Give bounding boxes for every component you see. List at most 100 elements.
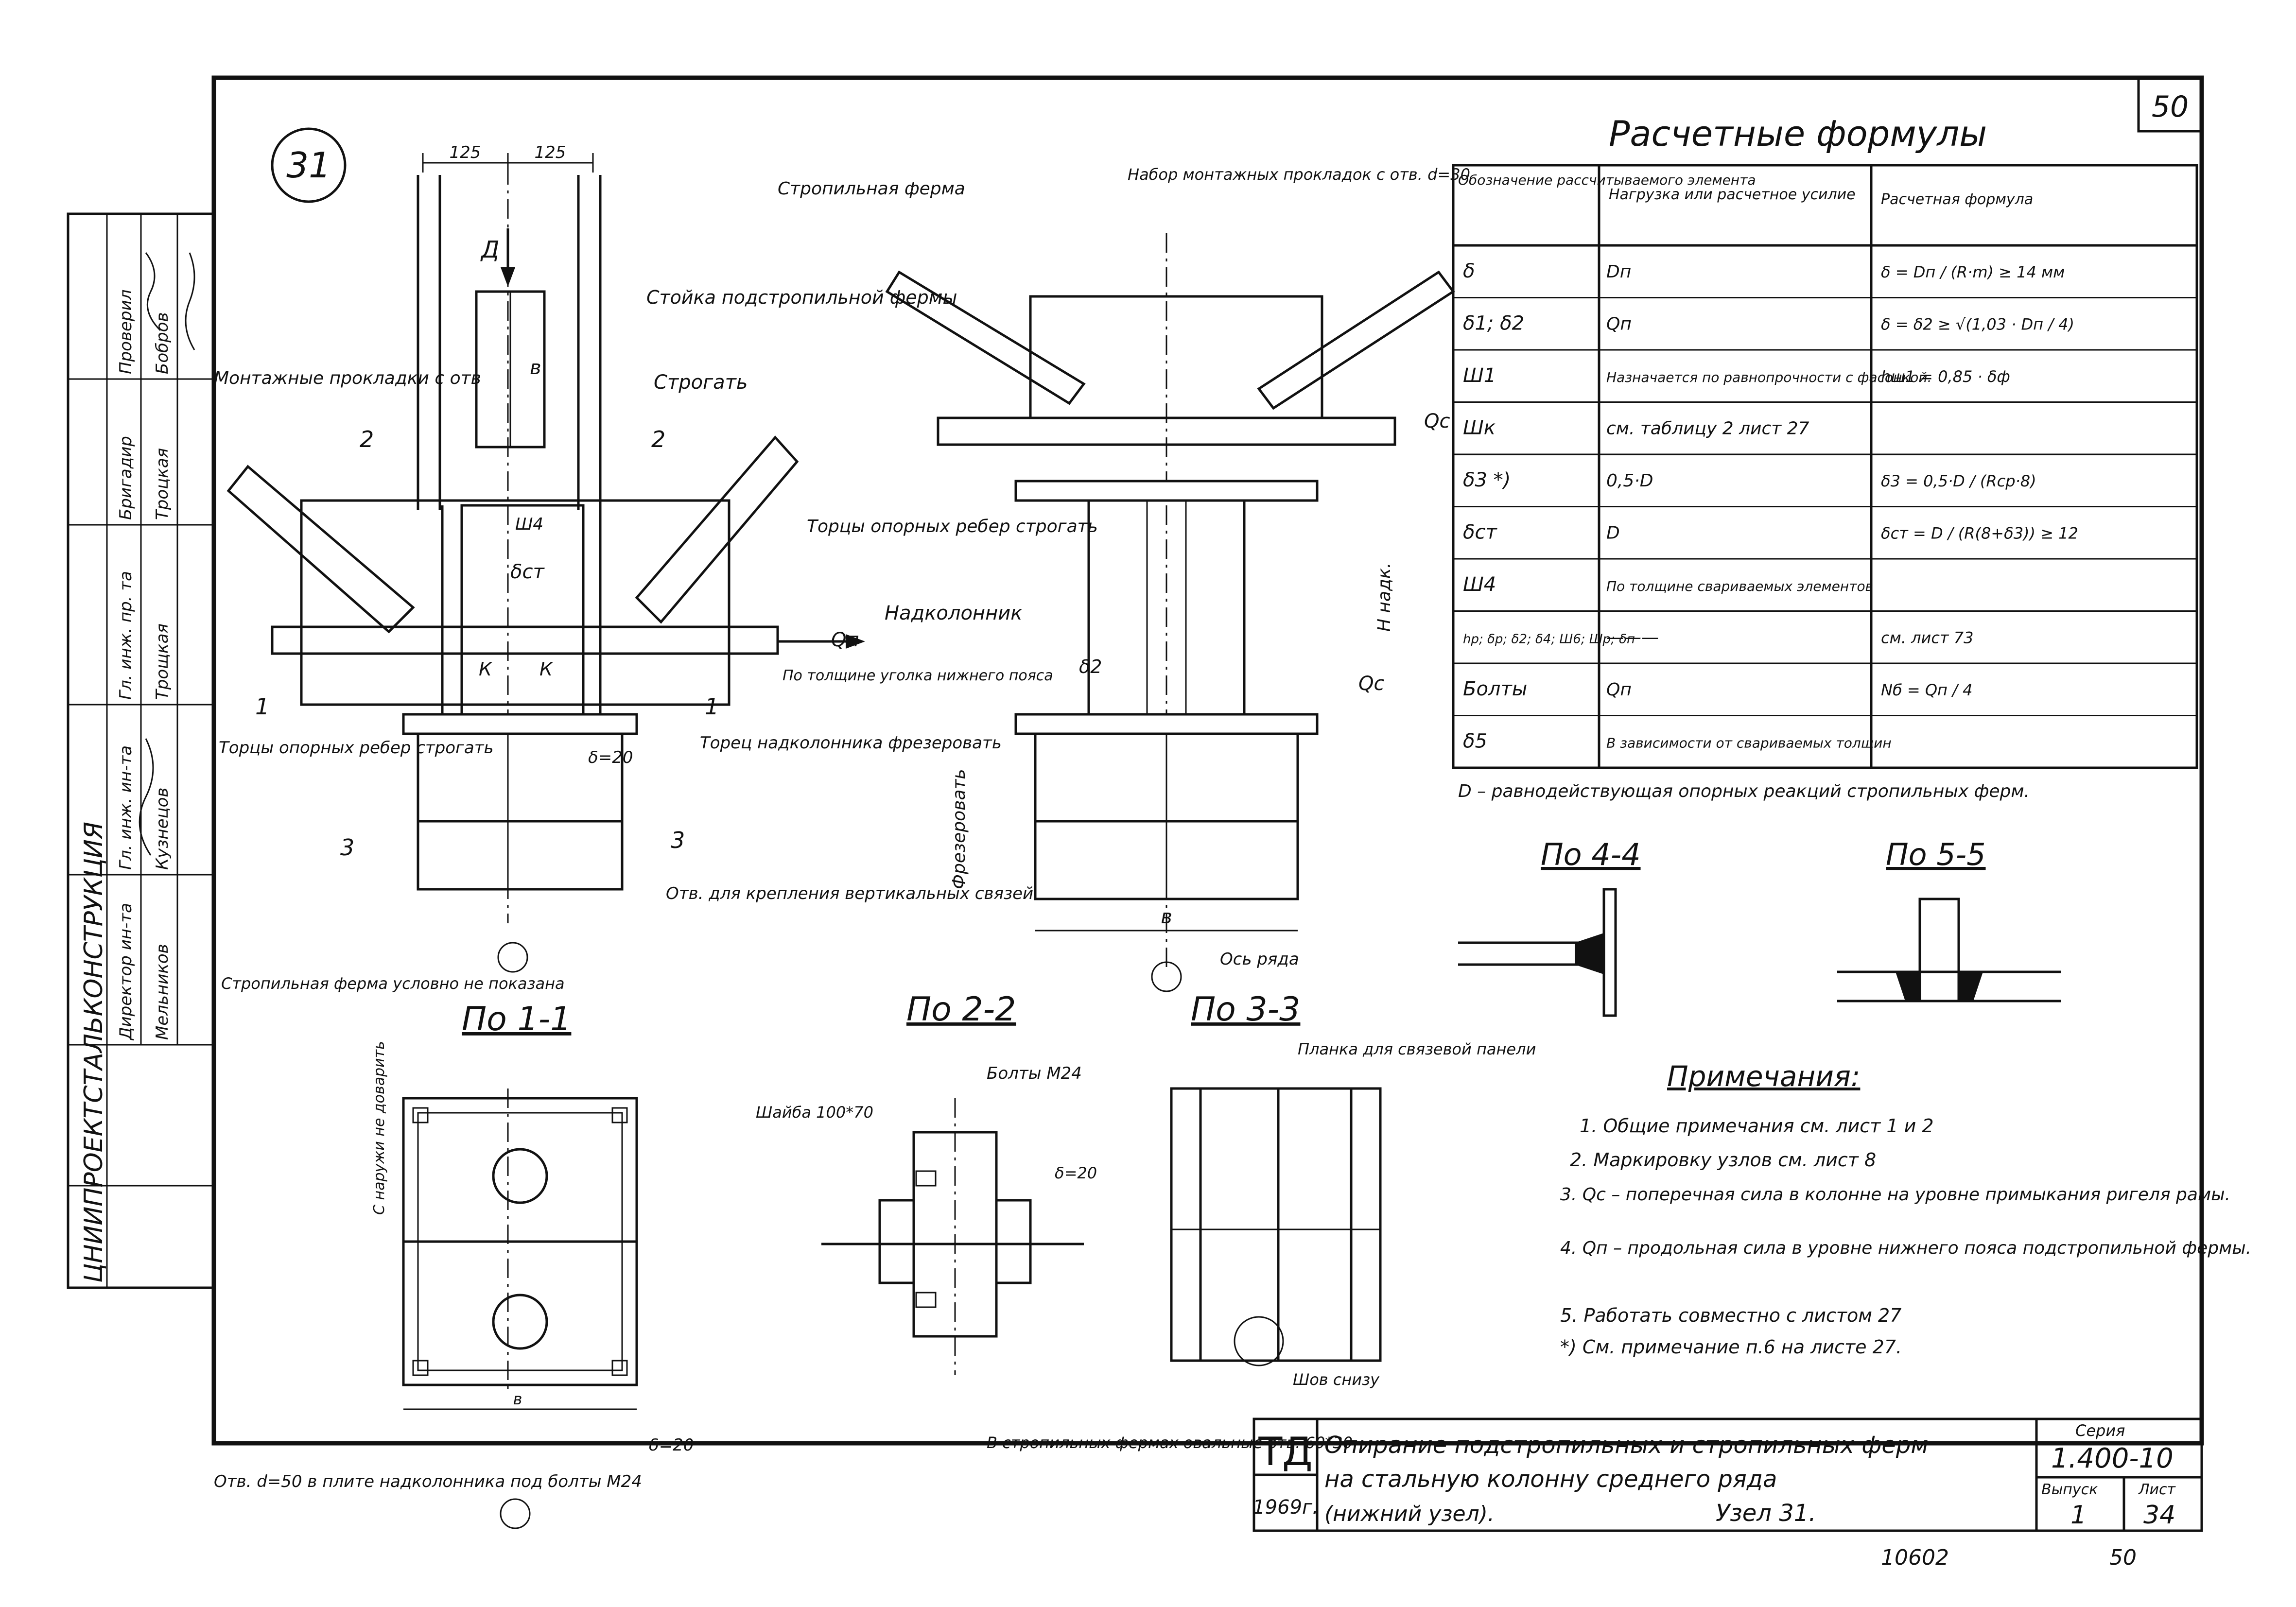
vypusk-label: Выпуск bbox=[2041, 1481, 2098, 1498]
section-4-4: По 4-4 bbox=[1458, 837, 1641, 1017]
formula-cell-formula: δ = δ2 ≥ √(1,03 · Dп / 4) bbox=[1881, 315, 2074, 333]
sec-mark-2-right: 2 bbox=[651, 426, 665, 452]
title-line-2: на стальную колонну среднего ряда bbox=[1324, 1466, 1777, 1493]
label-sh4: Ш4 bbox=[515, 515, 543, 534]
formula-cell-load: 0,5·D bbox=[1606, 471, 1653, 491]
diagonal-left bbox=[226, 465, 415, 634]
plan-1-1: По 1-1 Стропильная ферма условно не пока… bbox=[214, 974, 694, 1529]
left-stamp: ЦНИИПРОЕКТСТАЛЬКОНСТРУКЦИЯ Директор ин-т… bbox=[67, 212, 215, 1289]
stamp-name-4: Троцкая bbox=[153, 448, 172, 520]
label-otv-d50: Отв. d=50 в плите надколонника под болты… bbox=[214, 1472, 642, 1491]
formula-cell-load: см. таблицу 2 лист 27 bbox=[1606, 418, 1809, 438]
diagonal-right bbox=[635, 435, 799, 624]
formula-cell-load: По толщине свариваемых элементов bbox=[1606, 578, 1873, 594]
label-os-riada: Ось ряда bbox=[1220, 950, 1299, 969]
formula-cell-element: δ1; δ2 bbox=[1463, 312, 1524, 334]
dim-125-right: 125 bbox=[535, 143, 566, 162]
sec-mark-3-right: 3 bbox=[671, 827, 685, 853]
label-torcy-ribs: Торцы опорных ребер строгать bbox=[807, 517, 1098, 536]
section-5-5: По 5-5 bbox=[1837, 837, 2061, 1002]
notes: Примечания: 1. Общие примечания см. лист… bbox=[1560, 1060, 2251, 1358]
formula-footnote: D – равнодействующая опорных реакций стр… bbox=[1458, 781, 2030, 801]
formula-cell-formula: hш1 = 0,85 · δф bbox=[1881, 367, 2010, 386]
header-formula: Расчетная формула bbox=[1881, 191, 2033, 208]
title-year: 1969г. bbox=[1252, 1496, 1319, 1519]
formula-cell-load: Dп bbox=[1606, 262, 1631, 282]
label-planka: Планка для связевой панели bbox=[1298, 1040, 1536, 1058]
plan-2-2: По 2-2 Болты М24 Шайба 100*70 δ=20 В стр… bbox=[756, 990, 1353, 1452]
label-delta20-plan: δ=20 bbox=[649, 1435, 694, 1455]
label-delta2: δ2 bbox=[1079, 656, 1102, 677]
formula-table: Расчетные формулы Обозначение рассчитыва… bbox=[1452, 113, 2198, 801]
label-torcy-stroгать: Торцы опорных ребер строгать bbox=[219, 738, 494, 758]
node-number-circle bbox=[271, 127, 347, 203]
label-torec: Торец надколонника фрезеровать bbox=[700, 733, 1002, 753]
formula-cell-formula: δ = Dп / (R·m) ≥ 14 мм bbox=[1881, 263, 2065, 281]
page-number: 50 bbox=[2152, 90, 2189, 124]
formula-cell-load: Назначается по равнопрочности с фасонкой… bbox=[1606, 369, 1932, 385]
title-line-1: Опирание подстропильных и стропильных фе… bbox=[1324, 1432, 1929, 1459]
plan-3-3: По 3-3 Планка для связевой панели Шов сн… bbox=[1170, 990, 1536, 1389]
vypusk-number: 1 bbox=[2070, 1501, 2087, 1530]
formula-cell-element: Ш1 bbox=[1463, 364, 1496, 387]
header-load: Нагрузка или расчетное усилие bbox=[1609, 186, 1856, 203]
sec-mark-1-left: 1 bbox=[255, 693, 269, 720]
formula-cell-element: δ5 bbox=[1463, 730, 1487, 752]
label-qc-upper: Qс bbox=[1424, 410, 1450, 432]
label-v-upper: в bbox=[530, 357, 541, 379]
label-stoika: Стойка подстропильной фермы bbox=[646, 287, 957, 308]
note-2: 2. Маркировку узлов см. лист 8 bbox=[1570, 1149, 1876, 1171]
label-D: Д bbox=[480, 236, 500, 263]
middle-elevation: Стропильная ферма Набор монтажных прокла… bbox=[778, 165, 1470, 992]
label-montazh: Монтажные прокладки с отв bbox=[214, 368, 481, 388]
formula-cell-formula: δ3 = 0,5·D / (Rсp·8) bbox=[1881, 472, 2036, 490]
title-section-2-2: По 2-2 bbox=[906, 990, 1016, 1029]
label-strop-usl: Стропильная ферма условно не показана bbox=[221, 974, 565, 993]
formula-cell-element: δ3 *) bbox=[1463, 469, 1511, 491]
formula-cell-element: Болты bbox=[1463, 678, 1527, 700]
label-po-tolshine: По толщине уголка нижнего пояса bbox=[783, 667, 1053, 684]
label-qc-lower: Qс bbox=[1358, 673, 1384, 695]
list-number: 34 bbox=[2143, 1501, 2175, 1530]
formula-cell-formula: Nб = Qп / 4 bbox=[1881, 681, 1972, 699]
formula-cell-load: D bbox=[1606, 523, 1620, 543]
stamp-role-5: Проверил bbox=[116, 290, 136, 374]
label-strop-ferma: Стропильная ферма bbox=[778, 179, 965, 199]
node-number: 31 bbox=[286, 145, 331, 186]
formula-cell-load: Qп bbox=[1606, 314, 1632, 334]
title-section-4-4: По 4-4 bbox=[1541, 837, 1641, 872]
formula-cell-load: Qп bbox=[1606, 680, 1632, 700]
label-v-middle: в bbox=[1161, 906, 1172, 928]
label-stropat: Строгать bbox=[654, 371, 748, 394]
label-h-nadk: Н надк. bbox=[1374, 563, 1394, 632]
title-block: ТД 1969г. Опирание подстропильных и стро… bbox=[1252, 1417, 2203, 1532]
label-nabor: Набор монтажных прокладок с отв. d=30 bbox=[1128, 165, 1470, 184]
note-4: 4. Qп – продольная сила в уровне нижнего… bbox=[1560, 1238, 2251, 1258]
label-v-plan: в bbox=[513, 1390, 522, 1408]
title-line-3: (нижний узел). bbox=[1324, 1502, 1495, 1526]
formula-cell-load: В зависимости от свариваемых толщин bbox=[1606, 735, 1892, 751]
label-frezerovat: Фрезеровать bbox=[949, 769, 969, 889]
stamp-role-1: Директор ин-та bbox=[116, 903, 136, 1041]
label-delta20-main: δ=20 bbox=[588, 748, 633, 767]
stamp-name-1: Мельников bbox=[153, 944, 172, 1040]
label-shaiba: Шайба 100*70 bbox=[756, 1103, 873, 1122]
formula-title: Расчетные формулы bbox=[1609, 113, 1987, 154]
stamp-org: ЦНИИПРОЕКТСТАЛЬКОНСТРУКЦИЯ bbox=[79, 822, 108, 1283]
note-3: 3. Qс – поперечная сила в колонне на уро… bbox=[1560, 1185, 2230, 1205]
stamp-name-2: Кузнецов bbox=[153, 788, 172, 870]
sec-mark-2-left: 2 bbox=[360, 426, 374, 452]
label-k-left: К bbox=[479, 658, 493, 680]
header-element: Обозначение рассчитываемого элемента bbox=[1458, 172, 1756, 188]
bottom-code: 10602 bbox=[1881, 1545, 1949, 1570]
dim-125-left: 125 bbox=[450, 143, 481, 162]
formula-cell-load: ——— bbox=[1606, 627, 1659, 647]
note-6: *) См. примечание п.6 на листе 27. bbox=[1560, 1336, 1902, 1358]
stamp-role-3: Гл. инж. пр. та bbox=[116, 571, 136, 700]
label-delta-st: δст bbox=[510, 561, 545, 583]
label-otv-krepl: Отв. для крепления вертикальных связей bbox=[666, 884, 1033, 903]
notes-title: Примечания: bbox=[1667, 1060, 1860, 1093]
stamp-role-4: Бригадир bbox=[116, 436, 136, 520]
